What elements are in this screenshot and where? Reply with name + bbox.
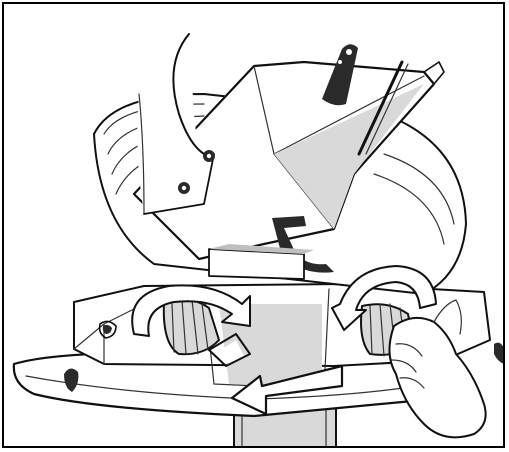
slicer-support bbox=[209, 244, 314, 279]
illustration-frame bbox=[2, 2, 505, 448]
slicer-illustration bbox=[4, 4, 505, 448]
